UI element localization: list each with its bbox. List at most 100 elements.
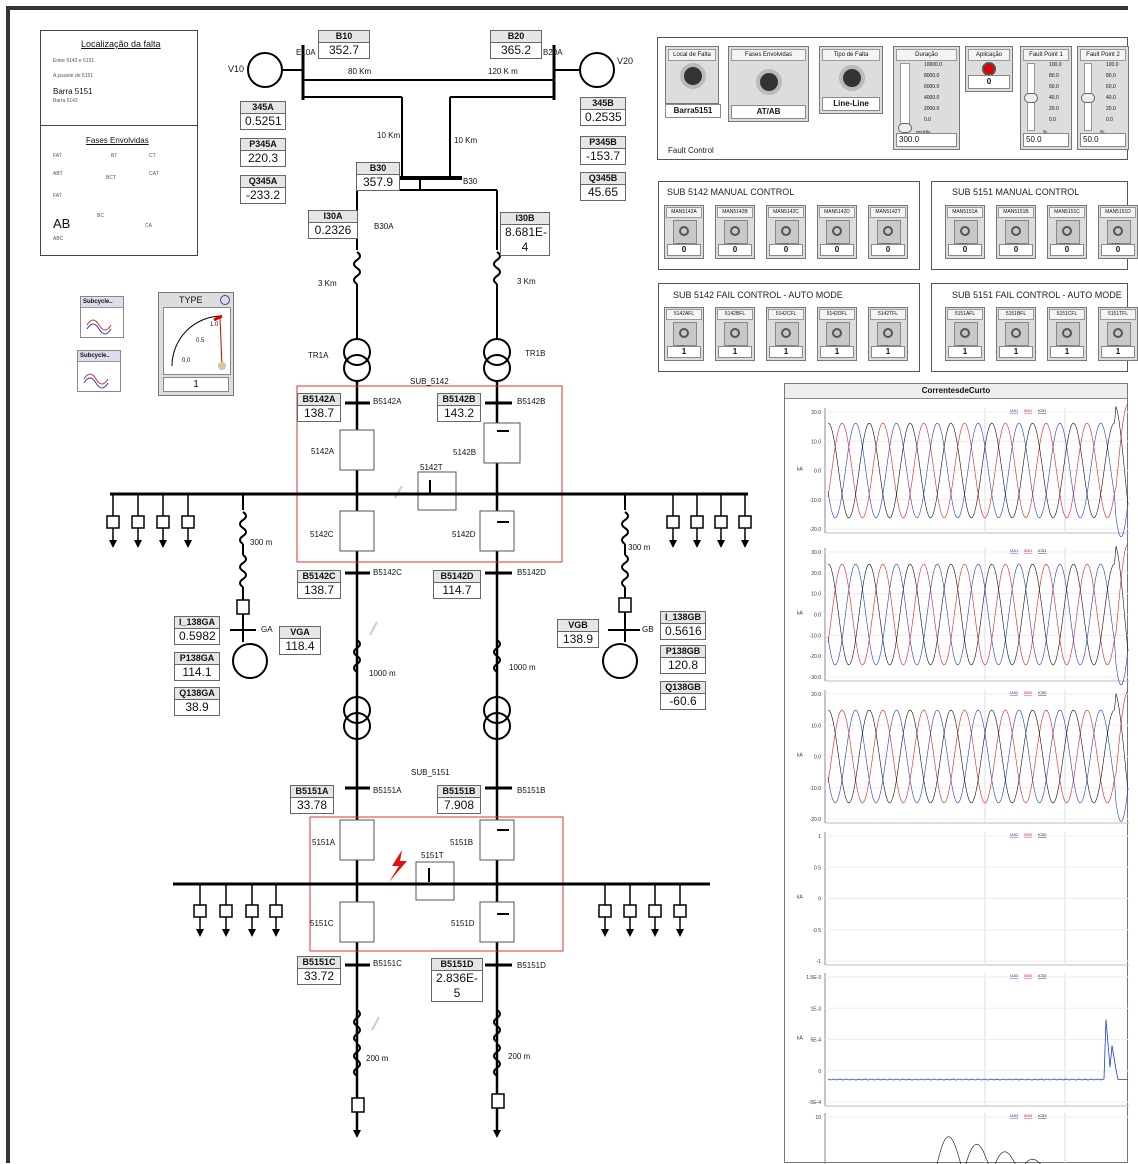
plot-ytick: 20.0	[811, 692, 821, 698]
control-switch[interactable]: MAN5142BOFF0	[715, 205, 755, 259]
switch-name: 5151BFL	[998, 309, 1034, 320]
meter-p138ga-label: P138GA	[174, 652, 220, 664]
switch-value: 0	[999, 244, 1033, 256]
plot-ylabel: kA	[797, 467, 804, 473]
plot-legend: IA53	[1010, 973, 1019, 978]
sub5151-manual-panel: SUB 5151 MANUAL CONTROL MAN5151AOFF0MAN5…	[931, 181, 1138, 270]
control-switch[interactable]: MAN5151DOFF0	[1098, 205, 1138, 259]
fault-point2-value: 50.0	[1080, 133, 1126, 147]
transformer-tr1b	[483, 338, 511, 382]
plot-title: CorrentesdeCurto	[785, 384, 1127, 399]
switch-knob-icon	[826, 220, 850, 244]
switch-5142t-label: 5142T	[420, 463, 443, 472]
control-switch[interactable]: 5151TFLNO1	[1098, 307, 1138, 361]
switch-knob-icon	[1056, 322, 1080, 346]
control-switch[interactable]: 5151BFLNO1	[996, 307, 1036, 361]
fault-type-selector[interactable]: Tipo de Falta Line-Line	[819, 46, 883, 114]
meter-345b-value: 0.2535	[580, 109, 626, 126]
control-switch[interactable]: 5142DFLNO1	[817, 307, 857, 361]
control-switch[interactable]: 5142CFLNO1	[766, 307, 806, 361]
meter-b5142d-value: 114.7	[433, 582, 481, 599]
duration-header: Duração	[896, 49, 957, 61]
phase-label: BT	[111, 153, 118, 159]
switch-value: 0	[1101, 244, 1135, 256]
gauge-settings-icon[interactable]	[220, 295, 230, 305]
fault-point2-thumb[interactable]	[1081, 93, 1095, 103]
plot-ytick: -20.0	[810, 527, 822, 533]
plot-ylabel: kA	[797, 753, 804, 759]
gauge-tick: 1.0	[210, 322, 219, 328]
switch-name: 5142AFL	[666, 309, 702, 320]
meter-i30b-label: I30B	[500, 212, 550, 224]
control-switch[interactable]: 5151AFLNO1	[945, 307, 985, 361]
generator-gb	[602, 643, 638, 679]
meter-b5142d-label: B5142D	[433, 570, 481, 582]
b5142a-tag: B5142A	[373, 397, 402, 406]
fault-point1-thumb[interactable]	[1024, 93, 1038, 103]
control-switch[interactable]: 5142AFLNO1	[664, 307, 704, 361]
bus-b20-value: 365.2	[490, 42, 542, 59]
switch-5142b-label: 5142B	[453, 448, 477, 457]
meter-b5151c-label: B5151C	[297, 956, 341, 968]
fault-point1-header: Fault Point 1	[1023, 49, 1069, 61]
fault-point2-slider[interactable]: Fault Point 2 100.0 80.0 60.0 40.0 20.0 …	[1077, 46, 1129, 150]
control-switch[interactable]: MAN5142TOFF0	[868, 205, 908, 259]
waveform-icon	[86, 319, 112, 335]
control-switch[interactable]: 5142TFLNO1	[868, 307, 908, 361]
control-switch[interactable]: MAN5142AOFF0	[664, 205, 704, 259]
plot-legend: IC52	[1038, 832, 1047, 837]
plot-legend: IB53	[1024, 1113, 1033, 1118]
plot-ytick: 5E-4	[810, 1038, 821, 1044]
control-switch[interactable]: MAN5151AOFF0	[945, 205, 985, 259]
control-switch[interactable]: MAN5151BOFF0	[996, 205, 1036, 259]
switch-value: 1	[1101, 346, 1135, 358]
subcycle-button-1[interactable]: Subcycle..	[80, 296, 124, 338]
plot-ylabel: kA	[797, 895, 804, 901]
control-switch[interactable]: MAN5142DOFF0	[817, 205, 857, 259]
waveform-trace	[827, 543, 1129, 666]
switch-5151b-label: 5151B	[450, 838, 474, 847]
meter-p345b-label: P345B	[580, 136, 626, 148]
control-switch[interactable]: MAN5142COFF0	[766, 205, 806, 259]
control-switch[interactable]: MAN5151COFF0	[1047, 205, 1087, 259]
fault-control-title: Fault Control	[668, 146, 714, 155]
plot-legend: IB51	[1024, 548, 1033, 553]
meter-345b-label: 345B	[580, 97, 626, 109]
duration-slider-thumb[interactable]	[898, 123, 912, 133]
plot-ytick: 10.0	[811, 439, 821, 445]
sub5142-name: SUB_5142	[410, 377, 449, 386]
duration-slider[interactable]: Duração 10000.0 8000.0 6000.0 4000.0 200…	[893, 46, 960, 150]
subcycle-button-2[interactable]: Subcycle..	[77, 350, 121, 392]
fault-phases-selector[interactable]: Fases Envolvidas AT/AB	[728, 46, 809, 122]
phase-label: CT	[149, 153, 156, 159]
selected-phases-sub: ABC	[53, 236, 64, 242]
duration-tick: 2000.0	[924, 106, 940, 112]
bus-b30-label: B30	[356, 162, 400, 174]
switch-knob-icon	[673, 322, 697, 346]
phase-label: FAT	[53, 153, 62, 159]
meter-vgb-value: 138.9	[557, 631, 599, 648]
switch-name: MAN5142C	[768, 207, 804, 218]
switch-knob-icon	[724, 322, 748, 346]
fault-point1-slider[interactable]: Fault Point 1 100.0 80.0 60.0 40.0 20.0 …	[1020, 46, 1072, 150]
plot-legend: IB52	[1024, 690, 1033, 695]
plot-ytick: 0	[818, 1069, 821, 1075]
apply-fault-button[interactable]: Aplicação 0	[965, 46, 1013, 92]
control-switch[interactable]: 5151CFLNO1	[1047, 307, 1087, 361]
selected-phases: AB	[53, 216, 71, 231]
fault-local-selector[interactable]: Local de Falta	[665, 46, 719, 104]
plot-ytick: 1.5E-3	[806, 975, 821, 981]
switch-5142c-label: 5142C	[310, 530, 334, 539]
duration-value: 300.0	[896, 133, 957, 147]
transformer-tr1a	[343, 338, 371, 382]
meter-b5151d-label: B5151D	[431, 958, 483, 970]
line-3km-b-label: 3 Km	[517, 277, 536, 286]
control-switch[interactable]: 5142BFLNO1	[715, 307, 755, 361]
b5142c-tag: B5142C	[373, 568, 402, 577]
